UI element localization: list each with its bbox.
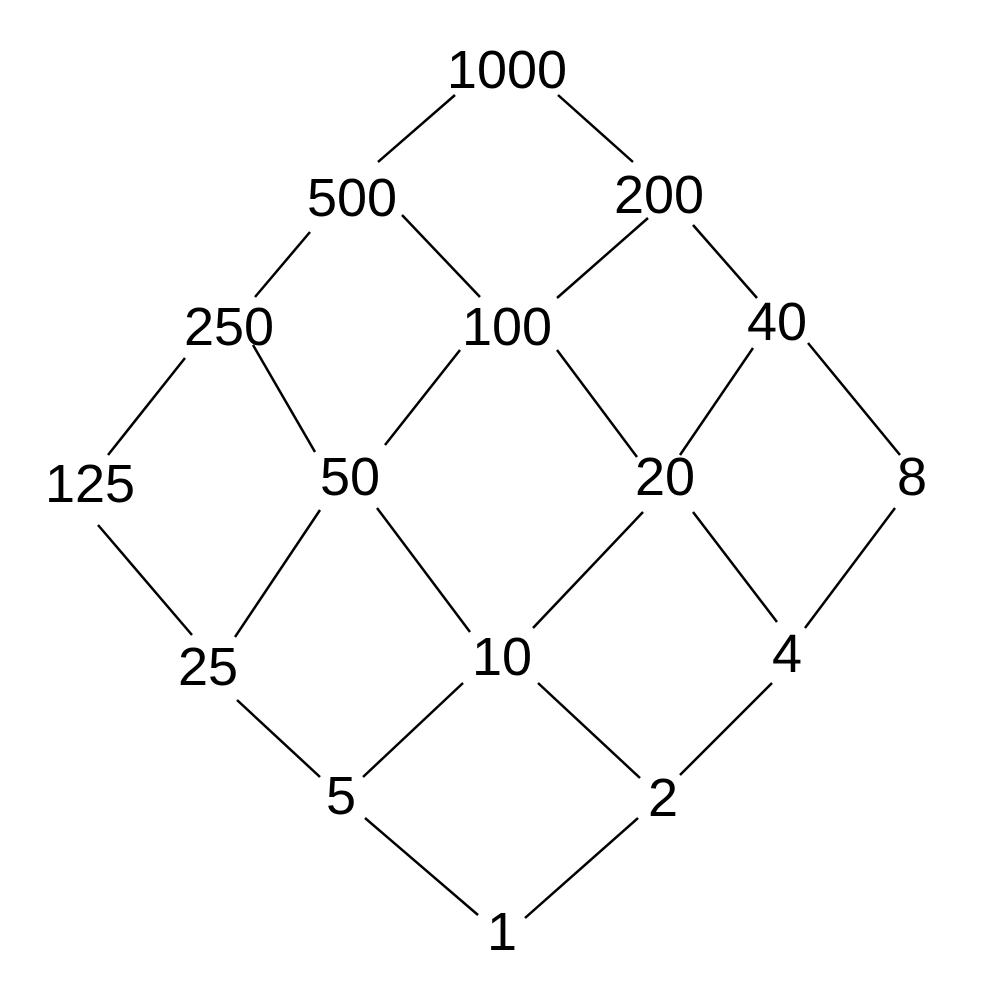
edge-500-250 — [254, 231, 311, 298]
edge-8-4 — [804, 507, 896, 629]
node-10: 10 — [472, 627, 532, 687]
edge-125-25 — [97, 524, 193, 636]
node-500: 500 — [307, 168, 397, 228]
node-125: 125 — [45, 454, 135, 514]
edge-40-20 — [678, 347, 755, 456]
edges-group — [97, 94, 901, 919]
edge-5-1 — [364, 817, 479, 916]
edge-200-40 — [692, 224, 758, 299]
edge-25-5 — [236, 699, 321, 778]
edge-20-10 — [532, 511, 644, 629]
node-50: 50 — [320, 447, 380, 507]
edge-1000-200 — [557, 94, 634, 163]
node-40: 40 — [747, 292, 807, 352]
node-1000: 1000 — [447, 40, 567, 100]
node-4: 4 — [772, 624, 802, 684]
edge-200-100 — [556, 217, 649, 299]
edge-4-2 — [679, 682, 773, 776]
edge-50-10 — [376, 507, 471, 633]
node-250: 250 — [184, 297, 274, 357]
edge-250-50 — [251, 344, 317, 453]
edge-10-2 — [537, 682, 641, 779]
edge-40-8 — [807, 342, 901, 456]
node-1: 1 — [487, 902, 517, 962]
node-25: 25 — [178, 637, 238, 697]
edge-250-125 — [107, 357, 186, 456]
edge-500-100 — [401, 214, 481, 298]
node-2: 2 — [648, 768, 678, 828]
node-20: 20 — [635, 447, 695, 507]
edge-2-1 — [524, 817, 639, 919]
node-8: 8 — [897, 447, 927, 507]
nodes-group: 1000 500 200 250 100 40 125 50 20 8 25 1… — [45, 40, 927, 962]
node-100: 100 — [462, 297, 552, 357]
edge-100-50 — [384, 349, 461, 446]
node-5: 5 — [326, 766, 356, 826]
node-200: 200 — [614, 165, 704, 225]
edge-100-20 — [555, 349, 639, 458]
edge-1000-500 — [377, 94, 456, 163]
edge-50-25 — [233, 509, 322, 638]
edge-10-5 — [362, 682, 464, 778]
edge-20-4 — [692, 511, 778, 623]
